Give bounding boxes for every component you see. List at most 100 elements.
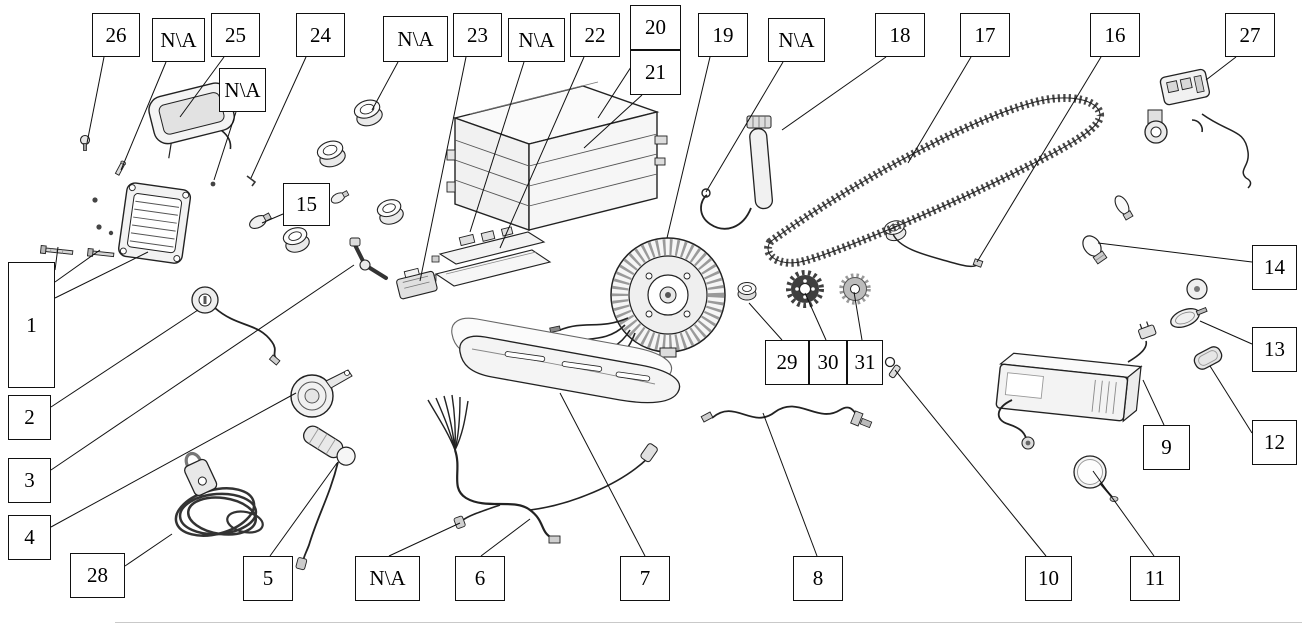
headlight-bulb bbox=[1082, 235, 1108, 265]
battery-charger bbox=[995, 321, 1157, 450]
leader-line bbox=[120, 61, 167, 171]
leader-line bbox=[705, 61, 784, 193]
callout-31: 31 bbox=[847, 340, 883, 385]
front-sprocket bbox=[786, 270, 824, 308]
leader-line bbox=[50, 264, 355, 471]
callout-n-a: N\A bbox=[508, 18, 565, 62]
rear-sprocket bbox=[839, 273, 871, 305]
controller-mount-cable bbox=[700, 115, 774, 230]
relay-module bbox=[396, 267, 438, 300]
leader-line bbox=[907, 56, 972, 164]
leader-line bbox=[1209, 365, 1253, 434]
leader-line bbox=[976, 56, 1102, 263]
leader-line bbox=[1205, 56, 1237, 81]
display-unit bbox=[148, 82, 235, 159]
leader-line bbox=[54, 251, 149, 299]
callout-n-a: N\A bbox=[383, 16, 448, 62]
leader-line bbox=[853, 291, 863, 341]
leader-line bbox=[269, 462, 338, 557]
callout-2: 2 bbox=[8, 395, 51, 440]
ignition-switch bbox=[191, 286, 281, 366]
callout-13: 13 bbox=[1252, 327, 1297, 372]
throttle-grip bbox=[295, 425, 356, 571]
brake-cable bbox=[888, 225, 984, 268]
turn-signal bbox=[1170, 306, 1208, 328]
leader-line bbox=[804, 292, 827, 341]
callout-23: 23 bbox=[453, 13, 502, 57]
controller-pcb-stack bbox=[428, 226, 552, 287]
controller-unit bbox=[118, 182, 192, 264]
callout-26: 26 bbox=[92, 13, 140, 57]
hub-motor bbox=[610, 237, 726, 358]
callout-11: 11 bbox=[1130, 556, 1180, 601]
indicator-bulb-left bbox=[249, 190, 350, 229]
callout-19: 19 bbox=[698, 13, 748, 57]
callout-22: 22 bbox=[570, 13, 620, 57]
leader-line bbox=[1097, 242, 1253, 263]
leader-line bbox=[250, 56, 307, 179]
callout-17: 17 bbox=[960, 13, 1010, 57]
leader-line bbox=[371, 61, 399, 111]
screw-cap-icon bbox=[79, 134, 91, 151]
callout-9: 9 bbox=[1143, 425, 1190, 470]
main-wiring-harness bbox=[427, 394, 658, 544]
callout-21: 21 bbox=[630, 50, 681, 95]
horn bbox=[290, 369, 353, 418]
leader-line bbox=[666, 56, 711, 239]
leader-line bbox=[894, 369, 1047, 557]
callout-10: 10 bbox=[1025, 556, 1072, 601]
callout-3: 3 bbox=[8, 458, 51, 503]
callout-n-a: N\A bbox=[219, 68, 266, 112]
leader-line bbox=[179, 56, 225, 118]
callout-29: 29 bbox=[765, 340, 809, 385]
leader-line bbox=[499, 56, 585, 249]
leader-line bbox=[781, 56, 887, 131]
callout-24: 24 bbox=[296, 13, 345, 57]
leader-line bbox=[50, 392, 297, 528]
leader-line bbox=[388, 522, 461, 557]
leader-line bbox=[583, 94, 643, 149]
small-fasteners bbox=[92, 175, 257, 236]
callout-18: 18 bbox=[875, 13, 925, 57]
callout-27: 27 bbox=[1225, 13, 1275, 57]
leader-line bbox=[1092, 470, 1155, 557]
callout-4: 4 bbox=[8, 515, 51, 560]
leader-line bbox=[86, 56, 105, 144]
leader-line bbox=[1142, 379, 1165, 426]
round-mirror bbox=[1073, 455, 1119, 502]
brake-sensor-cable bbox=[700, 405, 873, 429]
indicator-bulb-right bbox=[1114, 195, 1134, 221]
cable-lock bbox=[174, 451, 264, 537]
leader-line bbox=[1199, 320, 1253, 345]
leader-line bbox=[213, 111, 237, 181]
mounting-bolts bbox=[39, 244, 115, 258]
leader-line bbox=[54, 246, 59, 271]
leader-line bbox=[748, 302, 783, 341]
grommet-roller bbox=[1186, 278, 1208, 300]
clamp-lever bbox=[349, 237, 388, 280]
drive-chain bbox=[764, 94, 1104, 267]
callout-1: 1 bbox=[8, 262, 55, 388]
callout-12: 12 bbox=[1252, 420, 1297, 465]
bushing-ring bbox=[282, 99, 907, 253]
spacer-bushing bbox=[737, 282, 757, 301]
page-edge-line bbox=[115, 622, 1302, 623]
usb-phone-mount bbox=[1144, 68, 1252, 189]
leader-line bbox=[469, 61, 525, 233]
leader-line bbox=[559, 392, 646, 557]
callout-n-a: N\A bbox=[355, 556, 420, 601]
leader-line bbox=[480, 518, 531, 557]
callout-n-a: N\A bbox=[152, 18, 205, 62]
callout-5: 5 bbox=[243, 556, 293, 601]
callout-15: 15 bbox=[283, 183, 330, 226]
callout-25: 25 bbox=[211, 13, 260, 57]
leader-line bbox=[762, 412, 818, 557]
callout-8: 8 bbox=[793, 556, 843, 601]
callout-28: 28 bbox=[70, 553, 125, 598]
callout-7: 7 bbox=[620, 556, 670, 601]
callout-20: 20 bbox=[630, 5, 681, 50]
connector-plug bbox=[453, 515, 466, 529]
